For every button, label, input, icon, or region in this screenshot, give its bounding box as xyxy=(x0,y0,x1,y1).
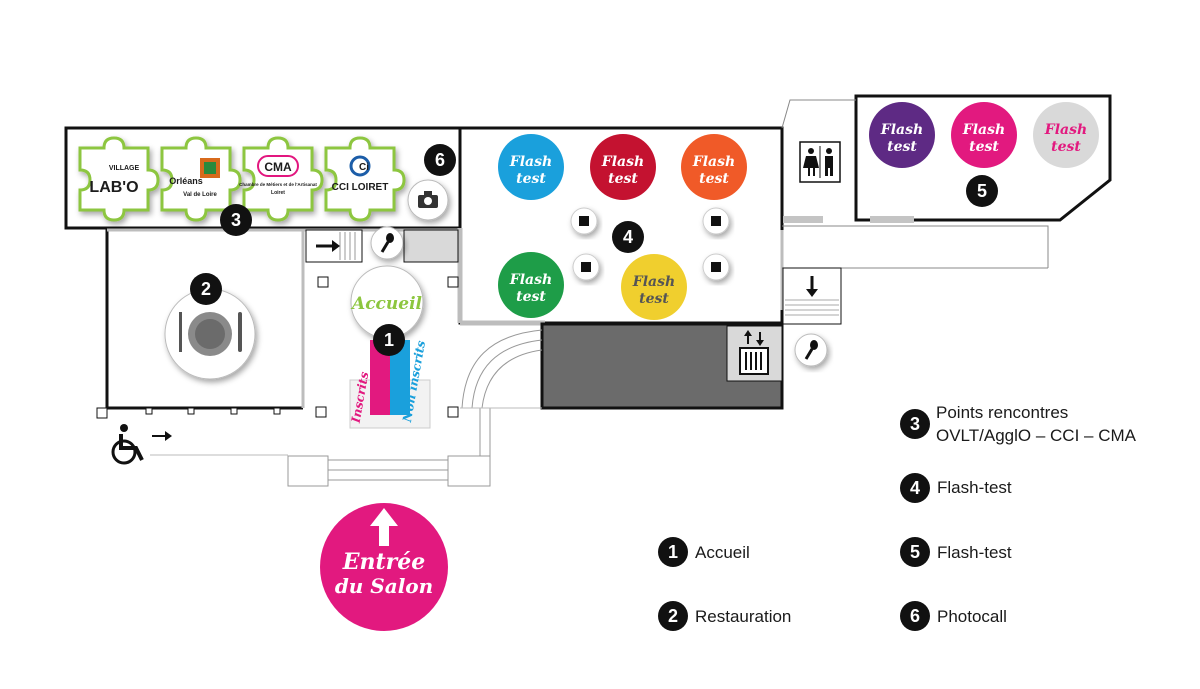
flash-test-tables: Flash test Flash test Flash test Flash t… xyxy=(498,102,1099,320)
svg-text:Orléans: Orléans xyxy=(169,176,203,186)
flash-table-grey: Flash test xyxy=(1033,102,1099,168)
flash-table-red: Flash test xyxy=(590,134,656,200)
arrow-right-icon xyxy=(316,240,340,252)
microphone-icon-right xyxy=(794,333,828,367)
marker-6: 6 xyxy=(424,144,456,176)
partner-logos: LAB'O VILLAGE Orléans Val de Loire CMA C… xyxy=(78,136,406,222)
svg-text:Flash: Flash xyxy=(509,272,552,288)
svg-text:test: test xyxy=(516,289,546,305)
svg-text:du Salon: du Salon xyxy=(335,574,433,598)
svg-text:Entrée: Entrée xyxy=(342,549,426,575)
svg-text:Photocall: Photocall xyxy=(937,607,1007,626)
flash-table-blue: Flash test xyxy=(498,134,564,200)
flash-table-yellow: Flash test xyxy=(621,254,687,320)
svg-text:5: 5 xyxy=(910,542,920,562)
svg-text:Flash: Flash xyxy=(962,122,1005,138)
svg-text:Flash: Flash xyxy=(509,154,552,170)
marker-2: 2 xyxy=(190,273,222,305)
svg-text:test: test xyxy=(516,171,546,187)
svg-text:test: test xyxy=(969,139,999,155)
flash-table-green: Flash test xyxy=(498,252,564,318)
microphone-icon xyxy=(370,226,404,260)
svg-text:CCI LOIRET: CCI LOIRET xyxy=(332,182,389,193)
svg-text:CMA: CMA xyxy=(264,160,292,174)
marker-1: 1 xyxy=(373,324,405,356)
map-markers: 1 2 3 4 5 6 xyxy=(190,144,998,356)
svg-text:6: 6 xyxy=(910,606,920,626)
svg-text:Flash-test: Flash-test xyxy=(937,543,1012,562)
svg-text:VILLAGE: VILLAGE xyxy=(109,165,140,172)
stations xyxy=(570,207,730,281)
svg-text:LAB'O: LAB'O xyxy=(89,179,138,196)
svg-text:test: test xyxy=(887,139,917,155)
map-legend: 1 Accueil 2 Restauration 3 Points rencon… xyxy=(658,403,1137,631)
svg-text:Flash: Flash xyxy=(601,154,644,170)
legend-item-6: 6 Photocall xyxy=(900,601,1007,631)
legend-item-5: 5 Flash-test xyxy=(900,537,1012,567)
svg-text:5: 5 xyxy=(977,181,987,201)
svg-text:4: 4 xyxy=(623,227,633,247)
flash-table-pink: Flash test xyxy=(951,102,1017,168)
svg-text:2: 2 xyxy=(201,279,211,299)
restaurant-icon xyxy=(164,288,256,380)
svg-text:Accueil: Accueil xyxy=(695,543,750,562)
svg-text:Ci: Ci xyxy=(359,162,369,173)
svg-text:test: test xyxy=(608,171,638,187)
svg-text:Points rencontres: Points rencontres xyxy=(936,403,1068,422)
marker-5: 5 xyxy=(966,175,998,207)
legend-item-1: 1 Accueil xyxy=(658,537,750,567)
svg-text:test: test xyxy=(699,171,729,187)
elevator-icon xyxy=(739,330,769,375)
svg-text:6: 6 xyxy=(435,150,445,170)
svg-text:Flash: Flash xyxy=(1044,122,1087,138)
svg-text:3: 3 xyxy=(231,210,241,230)
svg-text:test: test xyxy=(639,291,669,307)
flash-table-orange: Flash test xyxy=(681,134,747,200)
svg-text:1: 1 xyxy=(668,542,678,562)
svg-text:Val de Loire: Val de Loire xyxy=(183,192,217,198)
svg-text:Accueil: Accueil xyxy=(350,294,423,314)
wheelchair-arrow-icon xyxy=(152,431,172,441)
marker-3: 3 xyxy=(220,204,252,236)
accueil-desk: Accueil Inscrits Non inscrits xyxy=(349,265,431,429)
svg-text:Restauration: Restauration xyxy=(695,607,791,626)
svg-text:test: test xyxy=(1051,139,1081,155)
svg-text:Flash: Flash xyxy=(632,274,675,290)
svg-text:OVLT/AgglO – CCI – CMA: OVLT/AgglO – CCI – CMA xyxy=(936,426,1137,445)
svg-text:Chambre de Métiers et de l'Art: Chambre de Métiers et de l'Artisanat xyxy=(239,182,317,187)
logo-labo: LAB'O VILLAGE xyxy=(78,136,160,222)
svg-text:2: 2 xyxy=(668,606,678,626)
photocall-camera-icon xyxy=(407,179,449,221)
flash-table-purple: Flash test xyxy=(869,102,935,168)
svg-text:3: 3 xyxy=(910,414,920,434)
wheelchair-icon xyxy=(111,424,144,465)
logo-cci-loiret: Ci CCI LOIRET xyxy=(324,136,406,222)
svg-text:1: 1 xyxy=(384,330,394,350)
svg-text:Flash: Flash xyxy=(692,154,735,170)
arrow-down-icon xyxy=(806,276,818,297)
logo-cma: CMA Chambre de Métiers et de l'Artisanat… xyxy=(239,136,324,222)
svg-text:Flash-test: Flash-test xyxy=(937,478,1012,497)
marker-4: 4 xyxy=(612,221,644,253)
legend-item-4: 4 Flash-test xyxy=(900,473,1012,503)
svg-text:Loiret: Loiret xyxy=(271,190,285,196)
legend-item-3: 3 Points rencontres OVLT/AgglO – CCI – C… xyxy=(900,403,1137,445)
restroom-icon xyxy=(799,141,841,183)
logo-orleans: Orléans Val de Loire xyxy=(160,136,242,222)
svg-text:4: 4 xyxy=(910,478,920,498)
entrance-marker: Entrée du Salon xyxy=(320,503,448,631)
svg-text:Flash: Flash xyxy=(880,122,923,138)
legend-item-2: 2 Restauration xyxy=(658,601,791,631)
